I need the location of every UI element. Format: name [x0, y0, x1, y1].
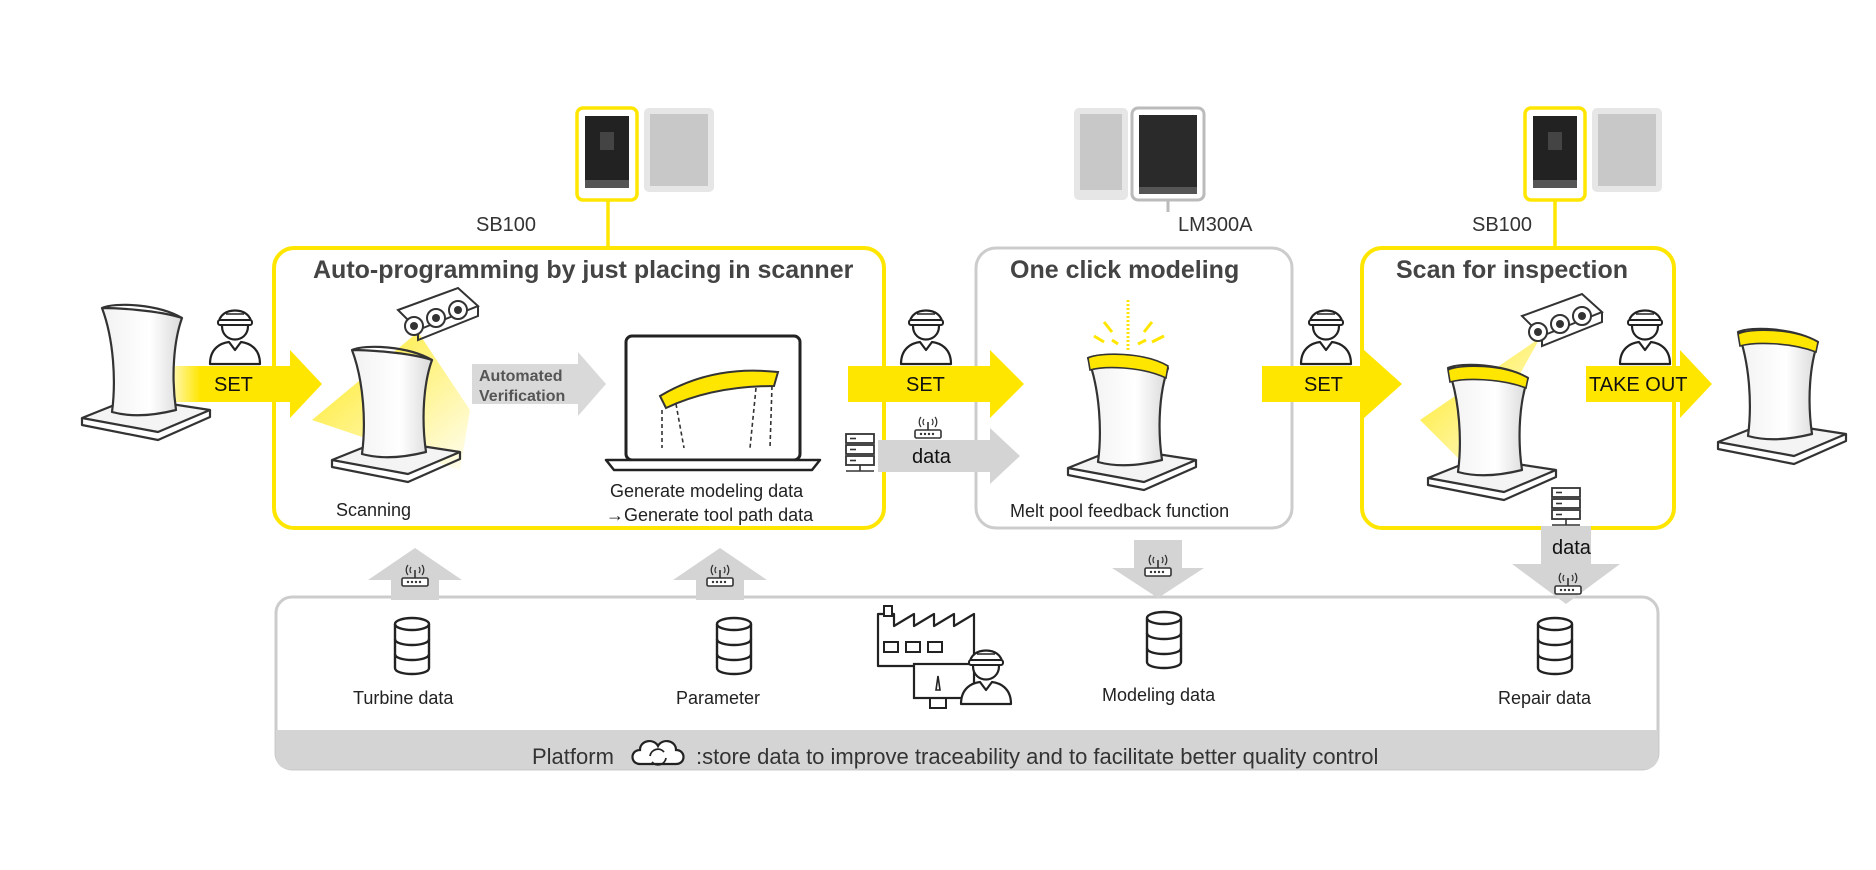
blade-inspection [1426, 363, 1558, 502]
platform-label: Platform [532, 744, 614, 769]
set-label-3: SET [1304, 374, 1343, 396]
database-icon-modeling [1145, 610, 1183, 670]
auto-programming-title: Auto-programming by just placing in scan… [313, 256, 854, 284]
data-transfer-arrow [878, 428, 1020, 484]
worker-icon-take-out [1618, 309, 1672, 366]
blade-output [1716, 327, 1848, 466]
set-label-2: SET [906, 374, 945, 396]
database-icon-repair [1536, 616, 1574, 676]
worker-icon-set-3 [1299, 309, 1353, 366]
worker-icon-set-2 [899, 309, 953, 366]
factory-icon [876, 605, 1013, 709]
server-icon-right [1551, 487, 1581, 526]
repair-data-down-arrow [1512, 526, 1620, 604]
sb100-right-label: SB100 [1472, 214, 1533, 236]
set-arrow-1 [160, 350, 322, 418]
melt-pool-caption: Melt pool feedback function [1010, 501, 1230, 521]
database-icon-parameter [715, 616, 753, 676]
router-icon-data [914, 416, 942, 439]
data-label-1: data [912, 446, 951, 468]
modeling-title: One click modeling [1010, 256, 1240, 284]
scanning-caption: Scanning [336, 500, 412, 520]
take-out-arrow [1586, 350, 1712, 418]
parameter-label: Parameter [676, 688, 761, 708]
cloud-sync-icon [631, 740, 685, 766]
repair-data-label: Repair data [1498, 688, 1592, 708]
set-arrow-2 [848, 350, 1024, 418]
worker-icon-set-1 [208, 309, 262, 366]
sb100-left-machines [575, 106, 714, 248]
inspection-title: Scan for inspection [1396, 256, 1628, 284]
platform-description: :store data to improve traceability and … [696, 744, 1379, 769]
lm300a-label: LM300A [1178, 214, 1253, 236]
turbine-data-label: Turbine data [353, 688, 454, 708]
scanner-icon-left [397, 287, 479, 341]
server-icon-left [845, 433, 875, 472]
generate-modeling-caption: Generate modeling data [610, 481, 804, 501]
lm300a-machines [1074, 106, 1206, 212]
sb100-left-label: SB100 [476, 214, 537, 236]
set-label-1: SET [214, 374, 253, 396]
verification-arrow [472, 352, 606, 416]
automated-verification-line2: Verification [479, 388, 566, 405]
modeling-data-label: Modeling data [1102, 685, 1216, 705]
automated-verification-line1: Automated [479, 368, 563, 385]
data-label-2: data [1552, 537, 1591, 559]
scanner-icon-right [1521, 293, 1603, 347]
database-icon-turbine [393, 616, 431, 676]
generate-toolpath-caption: →Generate tool path data [606, 505, 814, 525]
sb100-right-machines [1523, 106, 1662, 248]
blade-modeling [1066, 300, 1198, 492]
set-arrow-3 [1262, 350, 1402, 418]
laptop-icon [604, 334, 822, 472]
take-out-label: TAKE OUT [1589, 374, 1688, 396]
